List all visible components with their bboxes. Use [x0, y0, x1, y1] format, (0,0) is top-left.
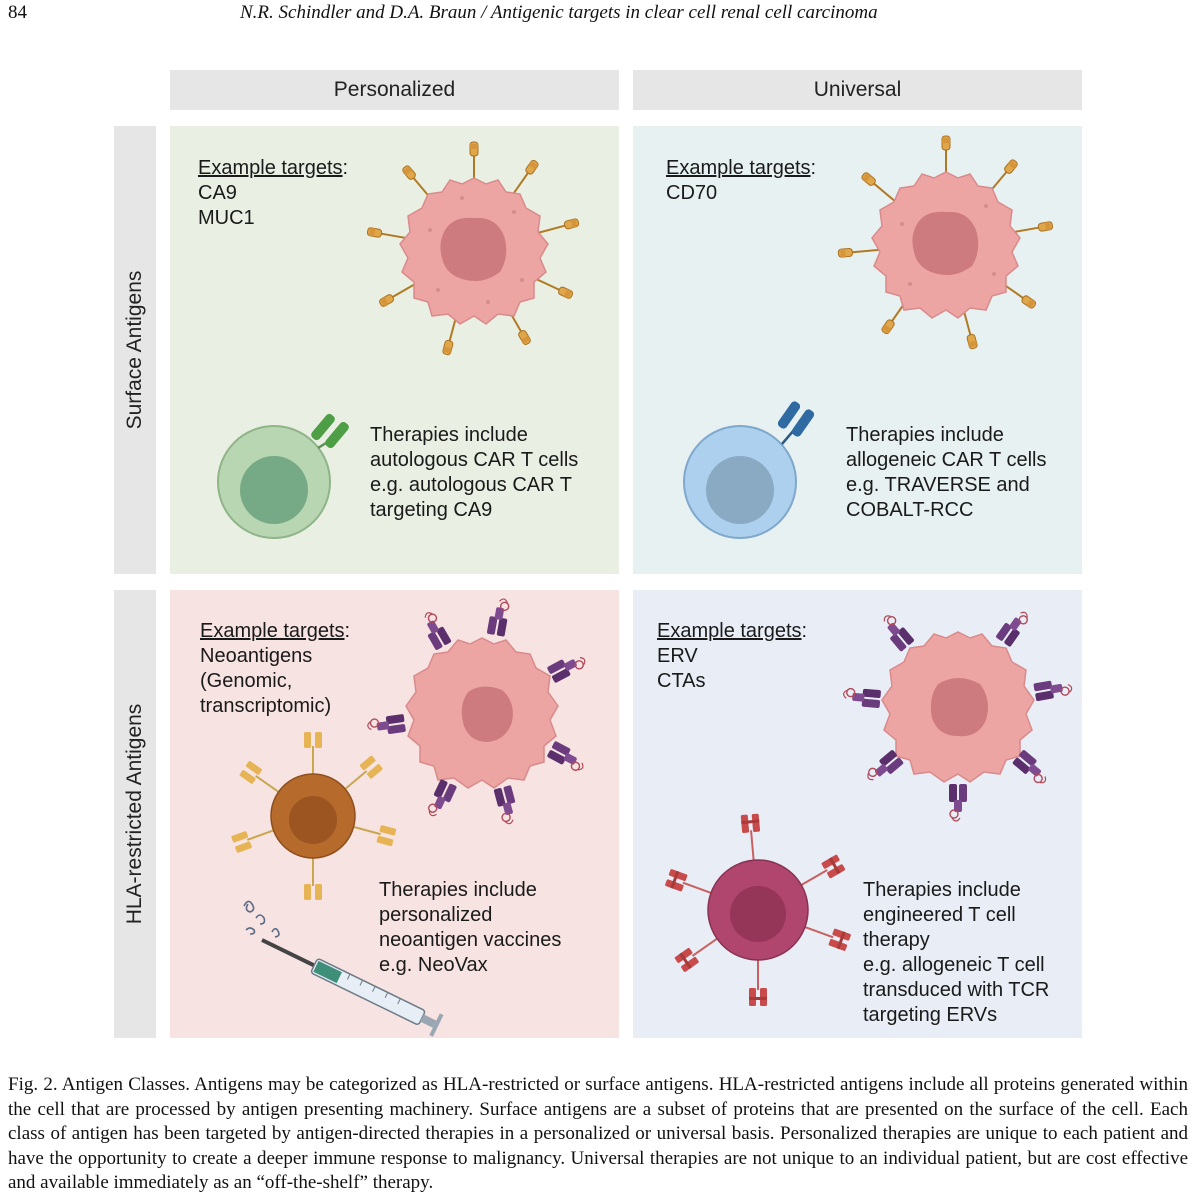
targets-heading: Example targets	[666, 157, 811, 179]
therapy-text-surface-universal: Therapies include allogeneic CAR T cells…	[846, 424, 1047, 521]
tumor-cell-surface-personalized	[365, 141, 581, 357]
column-header-universal: Universal	[633, 70, 1082, 110]
vaccine-syringe	[261, 938, 444, 1037]
targets-colon: :	[810, 157, 817, 179]
targets-list: CA9 MUC1	[198, 182, 255, 229]
neoantigen-peptides	[243, 900, 280, 938]
targets-block-hla-universal: Example targets: ERV CTAs	[657, 619, 807, 694]
tumor-cell-surface-universal	[837, 135, 1055, 351]
targets-colon: :	[342, 157, 349, 179]
figure-caption: Fig. 2. Antigen Classes. Antigens may be…	[8, 1074, 1188, 1193]
row-header-hla-restricted-antigens: HLA-restricted Antigens	[114, 590, 156, 1038]
targets-list: CD70	[666, 182, 718, 204]
running-head: 84 N.R. Schindler and D.A. Braun / Antig…	[0, 2, 1196, 28]
targets-list: ERV CTAs	[657, 645, 706, 692]
targets-heading: Example targets	[198, 157, 343, 179]
targets-block-surface-personalized: Example targets: CA9 MUC1	[198, 156, 348, 231]
tcr-engineered-t-cell	[663, 812, 853, 1007]
car-t-cell-green	[217, 413, 349, 539]
column-header-personalized: Personalized	[170, 70, 619, 110]
targets-colon: :	[344, 620, 351, 642]
running-title: N.R. Schindler and D.A. Braun / Antigeni…	[240, 2, 878, 23]
tumor-cell-hla-personalized	[366, 596, 589, 827]
therapy-text-hla-personalized: Therapies include personalized neoantige…	[379, 879, 562, 976]
figure-illustrations	[217, 135, 1074, 1037]
antigen-presenting-cell	[229, 731, 398, 901]
tumor-cell-hla-universal	[841, 605, 1074, 822]
row-header-surface-antigens: Surface Antigens	[114, 126, 156, 574]
car-t-cell-blue	[683, 401, 815, 539]
page-number: 84	[8, 2, 27, 23]
therapy-text-surface-personalized: Therapies include autologous CAR T cells…	[370, 424, 579, 521]
targets-heading: Example targets	[657, 620, 802, 642]
therapy-text-hla-universal: Therapies include engineered T cell ther…	[863, 879, 1050, 1026]
targets-heading: Example targets	[200, 620, 345, 642]
targets-list: Neoantigens (Genomic, transcriptomic)	[200, 645, 332, 717]
targets-colon: :	[801, 620, 808, 642]
targets-block-hla-personalized: Example targets: Neoantigens (Genomic, t…	[200, 619, 350, 719]
targets-block-surface-universal: Example targets: CD70	[666, 156, 816, 206]
panel-hla-personalized	[170, 590, 619, 1038]
